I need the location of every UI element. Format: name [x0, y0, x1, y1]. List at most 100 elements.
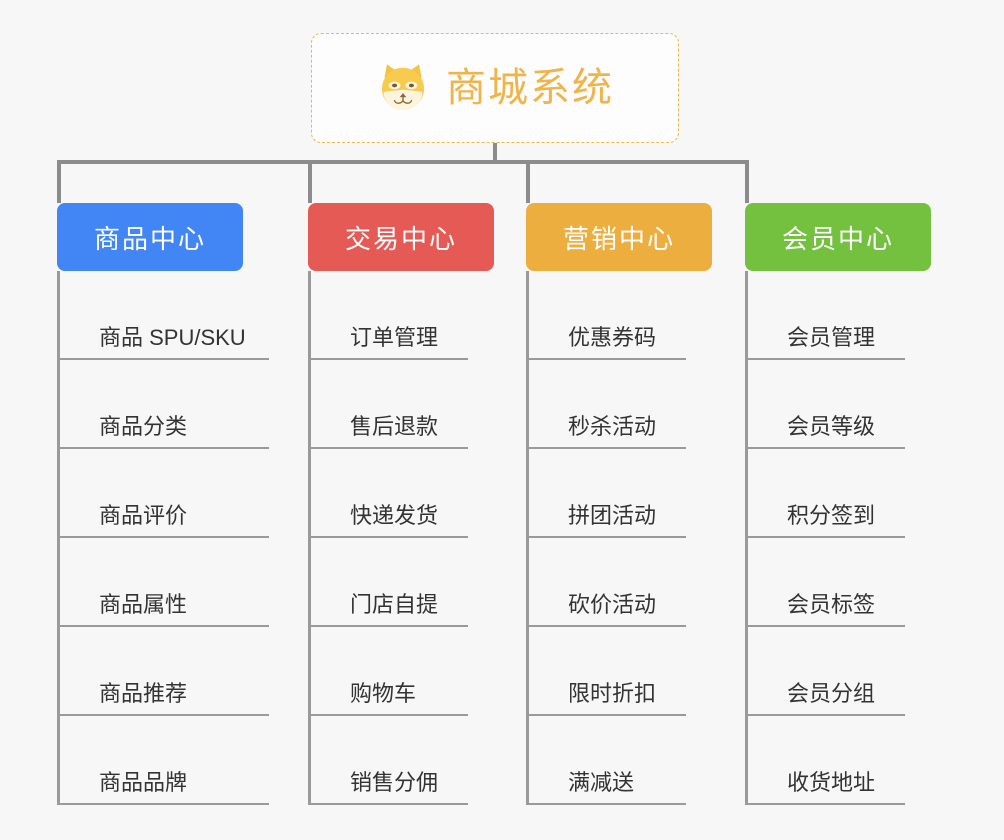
leaf-item[interactable]: 订单管理: [308, 271, 494, 360]
leaf-item[interactable]: 售后退款: [308, 360, 494, 449]
leaf-item-label: 拼团活动: [568, 502, 657, 528]
connector-root-stem: [493, 143, 497, 164]
leaf-item-underline: [526, 803, 686, 805]
leaf-item[interactable]: 秒杀活动: [526, 360, 712, 449]
column-spine-product-center: [57, 271, 60, 805]
leaf-item[interactable]: 商品品牌: [57, 716, 269, 805]
leaf-item-underline: [57, 447, 269, 449]
column-spine-marketing-center: [526, 271, 529, 805]
leaf-item[interactable]: 砍价活动: [526, 538, 712, 627]
leaf-item-underline: [526, 625, 686, 627]
leaf-item-underline: [745, 625, 905, 627]
leaf-item[interactable]: 积分签到: [745, 449, 931, 538]
leaf-item-label: 秒杀活动: [568, 413, 657, 439]
column-spine-member-center: [745, 271, 748, 805]
leaf-item[interactable]: 满减送: [526, 716, 712, 805]
leaf-item-underline: [526, 447, 686, 449]
leaf-item[interactable]: 会员分组: [745, 627, 931, 716]
leaf-item-label: 订单管理: [350, 324, 439, 350]
leaf-item[interactable]: 商品属性: [57, 538, 269, 627]
leaf-item-underline: [745, 714, 905, 716]
leaf-item-underline: [308, 358, 468, 360]
leaf-item-underline: [308, 447, 468, 449]
column-header-marketing-center[interactable]: 营销中心: [526, 203, 712, 271]
leaf-item-label: 会员标签: [787, 591, 876, 617]
leaf-item[interactable]: 优惠券码: [526, 271, 712, 360]
column-header-label: 交易中心: [344, 223, 457, 254]
connector-horizontal-bus: [58, 160, 746, 164]
leaf-item[interactable]: 拼团活动: [526, 449, 712, 538]
leaf-item-label: 商品品牌: [99, 769, 188, 795]
connector-drop-product-center: [57, 160, 61, 203]
root-node[interactable]: 商城系统: [311, 33, 679, 143]
leaf-item-label: 售后退款: [350, 413, 439, 439]
leaf-item-label: 商品属性: [99, 591, 188, 617]
leaf-item-label: 限时折扣: [568, 680, 657, 706]
root-title: 商城系统: [446, 66, 614, 110]
leaf-item-underline: [57, 803, 269, 805]
leaf-item-label: 商品分类: [99, 413, 188, 439]
leaf-item[interactable]: 商品评价: [57, 449, 269, 538]
column-header-label: 会员中心: [781, 223, 894, 254]
column-items-trade-center: 订单管理售后退款快递发货门店自提购物车销售分佣: [308, 271, 494, 805]
leaf-item[interactable]: 购物车: [308, 627, 494, 716]
leaf-item-label: 商品 SPU/SKU: [99, 324, 246, 350]
leaf-item-underline: [57, 536, 269, 538]
leaf-item-label: 快递发货: [350, 502, 439, 528]
leaf-item-label: 优惠券码: [568, 324, 657, 350]
leaf-item-label: 满减送: [568, 769, 635, 795]
leaf-item-underline: [57, 714, 269, 716]
leaf-item[interactable]: 商品分类: [57, 360, 269, 449]
column-product-center: 商品中心商品 SPU/SKU 商品分类商品评价商品属性商品推荐商品品牌: [57, 203, 269, 805]
leaf-item-underline: [526, 358, 686, 360]
column-items-member-center: 会员管理会员等级积分签到会员标签会员分组收货地址: [745, 271, 931, 805]
leaf-item[interactable]: 快递发货: [308, 449, 494, 538]
column-header-label: 商品中心: [93, 223, 206, 254]
leaf-item-label: 收货地址: [787, 769, 876, 795]
leaf-item[interactable]: 限时折扣: [526, 627, 712, 716]
leaf-item-underline: [308, 625, 468, 627]
leaf-item-label: 销售分佣: [350, 769, 439, 795]
column-member-center: 会员中心会员管理会员等级积分签到会员标签会员分组收货地址: [745, 203, 931, 805]
connector-drop-trade-center: [308, 160, 312, 203]
leaf-item-underline: [57, 625, 269, 627]
shiba-dog-face-icon: [381, 64, 425, 110]
leaf-item-underline: [526, 536, 686, 538]
leaf-item[interactable]: 商品推荐: [57, 627, 269, 716]
leaf-item-label: 商品推荐: [99, 680, 188, 706]
leaf-item[interactable]: 会员标签: [745, 538, 931, 627]
leaf-item-label: 积分签到: [787, 502, 876, 528]
column-header-product-center[interactable]: 商品中心: [57, 203, 243, 271]
leaf-item-label: 会员管理: [787, 324, 876, 350]
column-header-trade-center[interactable]: 交易中心: [308, 203, 494, 271]
leaf-item-underline: [745, 447, 905, 449]
leaf-item[interactable]: 销售分佣: [308, 716, 494, 805]
leaf-item-underline: [745, 803, 905, 805]
column-items-product-center: 商品 SPU/SKU 商品分类商品评价商品属性商品推荐商品品牌: [57, 271, 269, 805]
leaf-item-underline: [308, 536, 468, 538]
leaf-item-label: 会员等级: [787, 413, 876, 439]
column-header-label: 营销中心: [562, 223, 675, 254]
leaf-item-label: 会员分组: [787, 680, 876, 706]
leaf-item-label: 门店自提: [350, 591, 439, 617]
leaf-item-label: 购物车: [350, 680, 417, 706]
leaf-item-underline: [745, 536, 905, 538]
column-header-member-center[interactable]: 会员中心: [745, 203, 931, 271]
connector-drop-marketing-center: [526, 160, 530, 203]
leaf-item[interactable]: 会员管理: [745, 271, 931, 360]
column-items-marketing-center: 优惠券码秒杀活动拼团活动砍价活动限时折扣满减送: [526, 271, 712, 805]
connector-drop-member-center: [745, 160, 749, 203]
leaf-item[interactable]: 会员等级: [745, 360, 931, 449]
column-spine-trade-center: [308, 271, 311, 805]
leaf-item-underline: [745, 358, 905, 360]
leaf-item-underline: [526, 714, 686, 716]
leaf-item-label: 砍价活动: [568, 591, 657, 617]
leaf-item[interactable]: 商品 SPU/SKU: [57, 271, 269, 360]
leaf-item-underline: [308, 714, 468, 716]
leaf-item-underline: [308, 803, 468, 805]
leaf-item[interactable]: 门店自提: [308, 538, 494, 627]
column-marketing-center: 营销中心优惠券码秒杀活动拼团活动砍价活动限时折扣满减送: [526, 203, 712, 805]
column-trade-center: 交易中心订单管理售后退款快递发货门店自提购物车销售分佣: [308, 203, 494, 805]
leaf-item[interactable]: 收货地址: [745, 716, 931, 805]
